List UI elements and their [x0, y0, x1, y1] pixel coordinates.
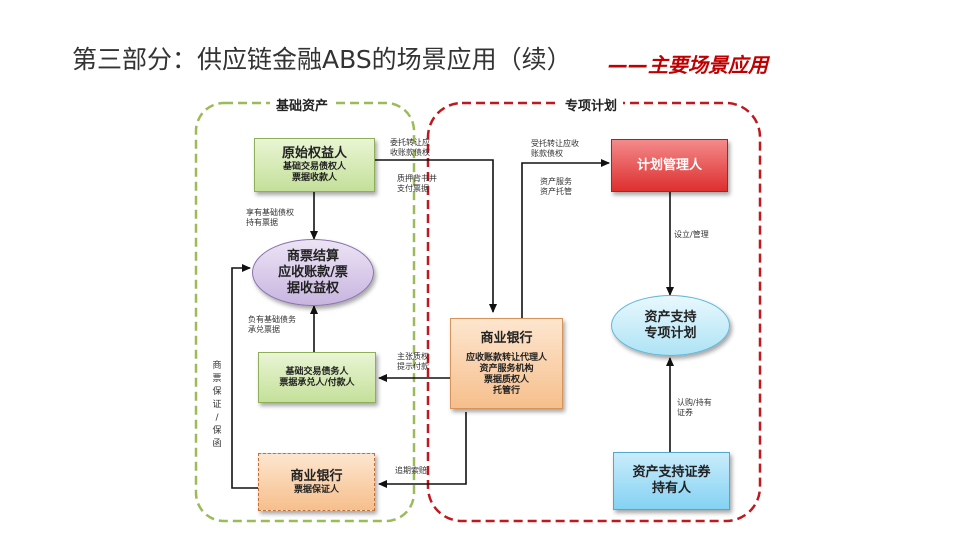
edge-label-line: 提示付款: [397, 362, 429, 371]
bank-center-title: 商业银行: [480, 330, 533, 346]
holders-line: 资产支持证券: [632, 465, 711, 480]
receivables-line: 应收账款/票: [278, 264, 348, 280]
holders-node: 资产支持证券 持有人: [613, 452, 730, 510]
bank-center-line: 应收账款转让代理人: [465, 352, 547, 363]
edge-label-char: 票: [212, 374, 222, 384]
special-plan-label: 专项计划: [559, 95, 624, 114]
bank-center-line: 托管行: [492, 385, 520, 396]
edge-label-line: 证券: [677, 408, 693, 417]
debtor-line: 票据承兑人/付款人: [279, 377, 355, 388]
edge-label-char: 保: [212, 387, 222, 397]
bank-guarantor-node: 商业银行 票据保证人: [258, 453, 375, 511]
original-beneficiary-line: 基础交易债权人: [282, 162, 346, 172]
bank-center-line: 资产服务机构: [479, 363, 534, 374]
bank-guarantor-line: 票据保证人: [293, 484, 339, 495]
edge-label-char: 证: [212, 400, 222, 410]
edge-label-line: 享有基础债权: [246, 208, 294, 217]
asset-plan-node: 资产支持 专项计划: [611, 295, 730, 356]
edge-label-char: 商: [212, 361, 222, 371]
edge-label-line: 账款债权: [531, 149, 563, 158]
edge-label-line: 承兑票据: [248, 325, 280, 334]
edge-label-guarantee: 商 票 保 证 / 保 函: [211, 360, 223, 451]
edge-label-line: 委托转让应: [390, 138, 430, 147]
edge-label-claim: 主张质权 提示付款: [397, 352, 429, 372]
original-beneficiary-title: 原始权益人: [281, 146, 347, 161]
edge-label-recourse: 追期索赔: [395, 466, 427, 475]
edge-label-char: 函: [212, 439, 222, 449]
edge-original-to-bank: [375, 159, 497, 313]
plan-manager-node: 计划管理人: [611, 139, 728, 192]
receivables-node: 商票结算 应收账款/票 据收益权: [252, 239, 374, 306]
holders-line: 持有人: [651, 481, 691, 496]
edge-label-char: 保: [212, 426, 222, 436]
debtor-node: 基础交易债务人 票据承兑人/付款人: [258, 352, 376, 403]
bank-center-line: 票据质权人: [483, 374, 529, 385]
asset-plan-line: 专项计划: [644, 325, 697, 341]
asset-plan-line: 资产支持: [644, 309, 697, 325]
edge-label-service: 资产服务 资产托管: [540, 177, 572, 197]
edge-label-transfer-in: 委托转让应 收账款债权: [390, 138, 430, 158]
edge-bank-to-guarantor: [378, 412, 467, 488]
edge-label-line: 收账款债权: [390, 148, 430, 157]
edge-label-line: 资产服务: [540, 177, 572, 186]
basic-assets-label: 基础资产: [270, 95, 335, 114]
edge-label-line: 主张质权: [397, 352, 429, 361]
edge-label-line: 持有票据: [246, 218, 278, 227]
edge-label-subscribe: 认购/持有 证券: [677, 398, 712, 418]
edge-label-line: 质押背书并: [397, 174, 437, 183]
edge-label-manage: 设立/管理: [674, 230, 709, 239]
edge-label-line: 资产托管: [540, 187, 572, 196]
edge-label-hold-asset: 享有基础债权 持有票据: [246, 208, 294, 228]
edge-bank-to-manager: [521, 159, 610, 318]
edge-label-line: 受托转让应收: [531, 139, 579, 148]
edge-label-line: 负有基础债务: [248, 315, 296, 324]
edge-label-line: 认购/持有: [677, 398, 712, 407]
basic-assets-region: [194, 101, 416, 523]
original-beneficiary-line: 票据收款人: [291, 173, 337, 183]
edge-label-owe-debt: 负有基础债务 承兑票据: [248, 315, 296, 335]
page-subtitle: ——主要场景应用: [608, 53, 768, 77]
edge-label-pledge-pay: 质押背书并 支付票据: [397, 174, 437, 194]
edge-label-line: 支付票据: [397, 184, 429, 193]
debtor-line: 基础交易债务人: [285, 366, 349, 377]
edge-guarantor-to-receivables: [231, 264, 258, 489]
plan-manager-title: 计划管理人: [636, 157, 702, 173]
receivables-line: 据收益权: [286, 280, 339, 296]
edge-label-char: /: [215, 413, 219, 423]
bank-center-node: 商业银行 应收账款转让代理人 资产服务机构 票据质权人 托管行: [450, 318, 563, 409]
bank-guarantor-title: 商业银行: [290, 468, 343, 484]
original-beneficiary-node: 原始权益人 基础交易债权人 票据收款人: [254, 138, 375, 192]
receivables-line: 商票结算: [286, 248, 339, 264]
edge-label-accept-transfer: 受托转让应收 账款债权: [531, 139, 579, 159]
page-title: 第三部分：供应链金融ABS的场景应用（续）: [72, 45, 572, 74]
